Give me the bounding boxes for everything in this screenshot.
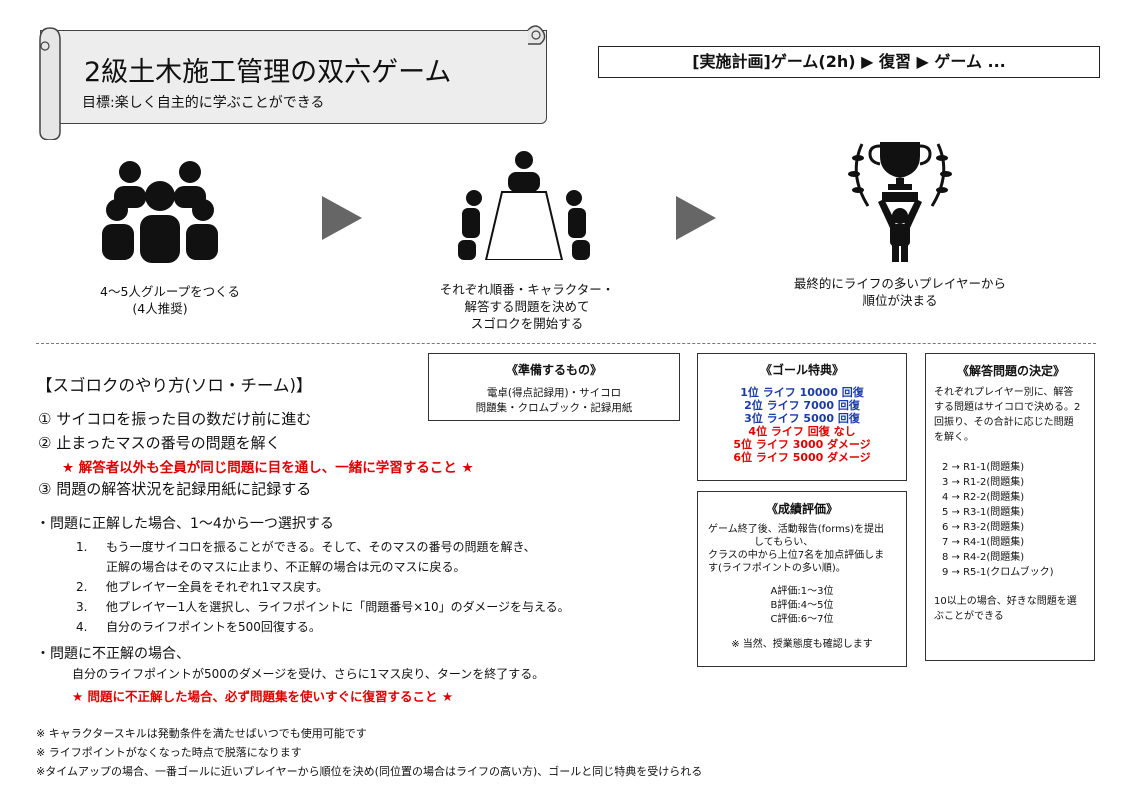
note-2: ※ ライフポイントがなくなった時点で脱落になります bbox=[36, 746, 302, 759]
caption-line: 4〜5人グループをつくる bbox=[100, 284, 240, 299]
goal-rank-3: 3位 ライフ 5000 回復 bbox=[744, 412, 860, 425]
plan-banner: [実施計画]ゲーム(2h) ▶ 復習 ▶ ゲーム ... bbox=[598, 46, 1100, 78]
decide-text: それぞれプレイヤー別に、解答 する問題はサイコロで決める。2 回振り、その合計に… bbox=[934, 387, 1081, 443]
decide-box: 《解答問題の決定》 それぞれプレイヤー別に、解答 する問題はサイコロで決める。2… bbox=[925, 353, 1095, 661]
goal-rank-4: 4位 ライフ 回復 なし bbox=[748, 425, 856, 438]
rule-step-2: ② 止まったマスの番号の問題を解く bbox=[38, 434, 281, 452]
goal-rank-1: 1位 ライフ 10000 回復 bbox=[740, 386, 864, 399]
play-arrow-icon bbox=[322, 196, 362, 240]
rules-heading: 【スゴロクのやり方(ソロ・チーム)】 bbox=[36, 376, 313, 395]
prep-title: 《準備するもの》 bbox=[505, 363, 602, 377]
grade-title: 《成績評価》 bbox=[765, 502, 838, 516]
page-subtitle: 目標:楽しく自主的に学ぶことができる bbox=[82, 95, 325, 111]
goal-box: 《ゴール特典》 1位 ライフ 10000 回復 2位 ライフ 7000 回復 3… bbox=[697, 353, 907, 481]
rule-step-1: ① サイコロを振った目の数だけ前に進む bbox=[38, 410, 312, 428]
caption-line: スゴロクを開始する bbox=[470, 316, 584, 331]
caption-line: (4人推奨) bbox=[132, 301, 188, 316]
prep-box: 《準備するもの》 電卓(得点記録用)・サイコロ 問題集・クロムブック・記録用紙 bbox=[428, 353, 680, 421]
correct-heading: ・問題に正解した場合、1〜4から一つ選択する bbox=[36, 516, 334, 532]
decide-map: 2 → R1-1(問題集) 3 → R1-2(問題集) 4 → R2-2(問題集… bbox=[942, 462, 1054, 578]
goal-list: 1位 ライフ 10000 回復 2位 ライフ 7000 回復 3位 ライフ 50… bbox=[698, 386, 906, 464]
group-icon bbox=[102, 161, 218, 263]
caption-line: 順位が決まる bbox=[862, 293, 938, 308]
play-arrow-icon-2 bbox=[676, 196, 716, 240]
grade-box: 《成績評価》 ゲーム終了後、活動報告(forms)を提出 してもらい、 クラスの… bbox=[697, 491, 907, 667]
correct-options: 1.もう一度サイコロを振ることができる。そして、そのマスの番号の問題を解き、 正… bbox=[76, 540, 570, 634]
decide-foot: 10以上の場合、好きな問題を選 ぶことができる bbox=[934, 596, 1077, 622]
caption-line: それぞれ順番・キャラクター・ bbox=[439, 282, 615, 297]
scroll-curl-icon bbox=[39, 25, 546, 140]
note-3: ※タイムアップの場合、一番ゴールに近いプレイヤーから順位を決め(同位置の場合はラ… bbox=[36, 765, 703, 778]
prep-lines: 電卓(得点記録用)・サイコロ 問題集・クロムブック・記録用紙 bbox=[475, 387, 633, 414]
decide-title: 《解答問題の決定》 bbox=[956, 364, 1065, 378]
rule-step-3: ③ 問題の解答状況を記録用紙に記録する bbox=[38, 480, 312, 498]
page-title: 2級土木施工管理の双六ゲーム bbox=[84, 57, 452, 88]
grade-text: ゲーム終了後、活動報告(forms)を提出 してもらい、 クラスの中から上位7名… bbox=[708, 524, 885, 574]
title-scroll-banner bbox=[40, 30, 547, 124]
goal-rank-5: 5位 ライフ 3000 ダメージ bbox=[733, 438, 871, 451]
flow-caption-3: 最終的にライフの多いプレイヤーから 順位が決まる bbox=[780, 275, 1020, 309]
flow-caption-1: 4〜5人グループをつくる (4人推奨) bbox=[100, 283, 240, 317]
goal-rank-2: 2位 ライフ 7000 回復 bbox=[744, 399, 860, 412]
caption-line: 最終的にライフの多いプレイヤーから bbox=[793, 276, 1007, 291]
grade-ranks: A評価:1〜3位 B評価:4〜5位 C評価:6〜7位 bbox=[770, 586, 834, 625]
flow-caption-2: それぞれ順番・キャラクター・ 解答する問題を決めて スゴロクを開始する bbox=[432, 281, 622, 332]
incorrect-heading: ・問題に不正解の場合、 bbox=[36, 646, 190, 662]
caption-line: 解答する問題を決めて bbox=[464, 299, 590, 314]
trophy-icon bbox=[848, 142, 952, 262]
highlight-study-together: ★ 解答者以外も全員が同じ問題に目を通し、一緒に学習すること ★ bbox=[62, 460, 474, 476]
note-1: ※ キャラクタースキルは発動条件を満たせばいつでも使用可能です bbox=[36, 727, 367, 740]
meeting-icon bbox=[458, 151, 590, 260]
incorrect-text: 自分のライフポイントが500のダメージを受け、さらに1マス戻り、ターンを終了する… bbox=[72, 667, 545, 681]
section-divider bbox=[36, 343, 1096, 344]
grade-note: ※ 当然、授業態度も確認します bbox=[731, 639, 873, 650]
highlight-review: ★ 問題に不正解した場合、必ず問題集を使いすぐに復習すること ★ bbox=[72, 689, 454, 704]
goal-title: 《ゴール特典》 bbox=[759, 363, 844, 377]
goal-rank-6: 6位 ライフ 5000 ダメージ bbox=[733, 451, 871, 464]
